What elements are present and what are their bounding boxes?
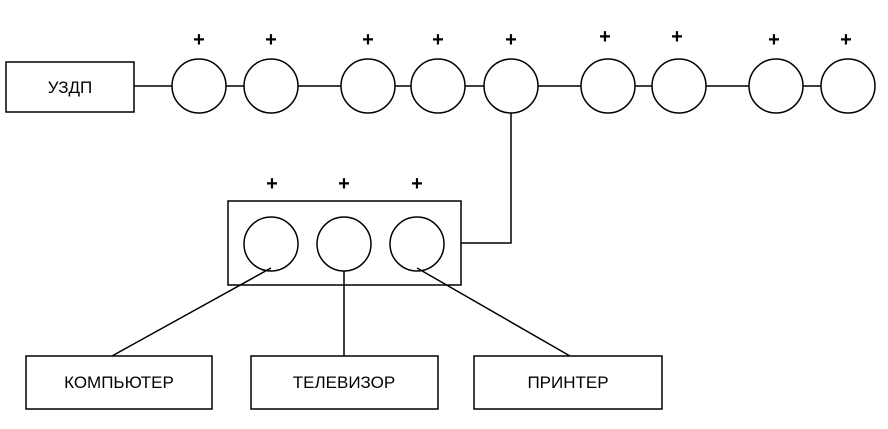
block-socket-2 (316, 216, 372, 272)
block-socket-3 (389, 216, 445, 272)
computer-lead (111, 267, 272, 357)
printer-box (473, 355, 663, 410)
plus-sign-6: + (599, 26, 611, 48)
block-plus-sign-1: + (266, 173, 278, 195)
printer-label: ПРИНТЕР (527, 373, 608, 392)
block-plus-sign-2: + (338, 173, 350, 195)
plus-sign-9: + (840, 29, 852, 51)
branch-line (461, 113, 512, 244)
tv-box (250, 355, 439, 410)
uzdp-label: УЗДП (48, 78, 92, 97)
plus-sign-4: + (432, 29, 444, 51)
socket-3 (340, 58, 396, 114)
plus-sign-5: + (505, 29, 517, 51)
plus-sign-2: + (265, 29, 277, 51)
tv-label: ТЕЛЕВИЗОР (293, 373, 395, 392)
socket-5 (483, 58, 539, 114)
printer-lead (416, 267, 571, 357)
plus-sign-7: + (671, 26, 683, 48)
computer-label: КОМПЬЮТЕР (64, 373, 174, 392)
socket-9 (820, 58, 876, 114)
block-plus-sign-3: + (411, 173, 423, 195)
plus-sign-1: + (193, 29, 205, 51)
uzdp-box (5, 61, 135, 113)
computer-box (25, 355, 213, 410)
socket-7 (651, 58, 707, 114)
socket-6 (580, 58, 636, 114)
plus-sign-8: + (768, 29, 780, 51)
socket-1 (171, 58, 227, 114)
socket-4 (410, 58, 466, 114)
socket-8 (748, 58, 804, 114)
plus-sign-3: + (362, 29, 374, 51)
socket-2 (243, 58, 299, 114)
block-socket-1 (243, 216, 299, 272)
